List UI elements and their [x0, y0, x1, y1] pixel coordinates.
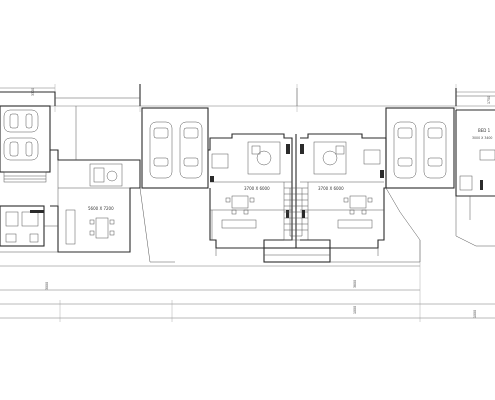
kitchen-counter	[65, 209, 76, 245]
lounge-icon	[89, 163, 123, 187]
lounge-icon	[313, 141, 347, 175]
room-title: BED 1	[478, 128, 491, 133]
dimension-text: 1000	[353, 306, 357, 314]
central-stair	[263, 134, 331, 263]
dimension-text: 3800	[353, 280, 357, 288]
room-dimension-label: 3000 X 3400	[472, 136, 492, 140]
room-dimension-label: 3700 X 6000	[318, 186, 344, 191]
dimension-text: 3000	[45, 282, 49, 290]
car-icon	[3, 137, 39, 161]
garden-lines	[0, 106, 175, 263]
site-boundary	[0, 84, 495, 106]
car-icon	[393, 121, 417, 179]
left-unit: 5600 X 7200 3300 3000	[0, 88, 141, 290]
mid-right-unit: 3700 X 6000 3800 1000	[300, 107, 455, 314]
car-icon	[149, 121, 173, 179]
dimension-lines	[0, 84, 495, 322]
car-icon	[179, 121, 203, 179]
right-unit: BED 1 3000 X 3400 1750 1000	[455, 96, 495, 318]
kitchen-counter	[337, 219, 373, 229]
car-icon	[3, 109, 39, 133]
lounge-icon	[247, 141, 281, 175]
dimension-text: 3300	[31, 88, 35, 96]
room-dimension-label: 3700 X 6000	[244, 186, 270, 191]
dining-table-icon	[343, 195, 373, 215]
room-dimension-label: 5600 X 7200	[88, 206, 114, 211]
dimension-text: 1000	[473, 310, 477, 318]
dimension-text: 1750	[487, 96, 491, 104]
kitchen-counter	[221, 219, 257, 229]
car-icon	[423, 121, 447, 179]
dining-table-icon	[225, 195, 255, 215]
dining-table-icon	[89, 217, 115, 239]
mid-left-unit: 3700 X 6000	[141, 107, 293, 256]
